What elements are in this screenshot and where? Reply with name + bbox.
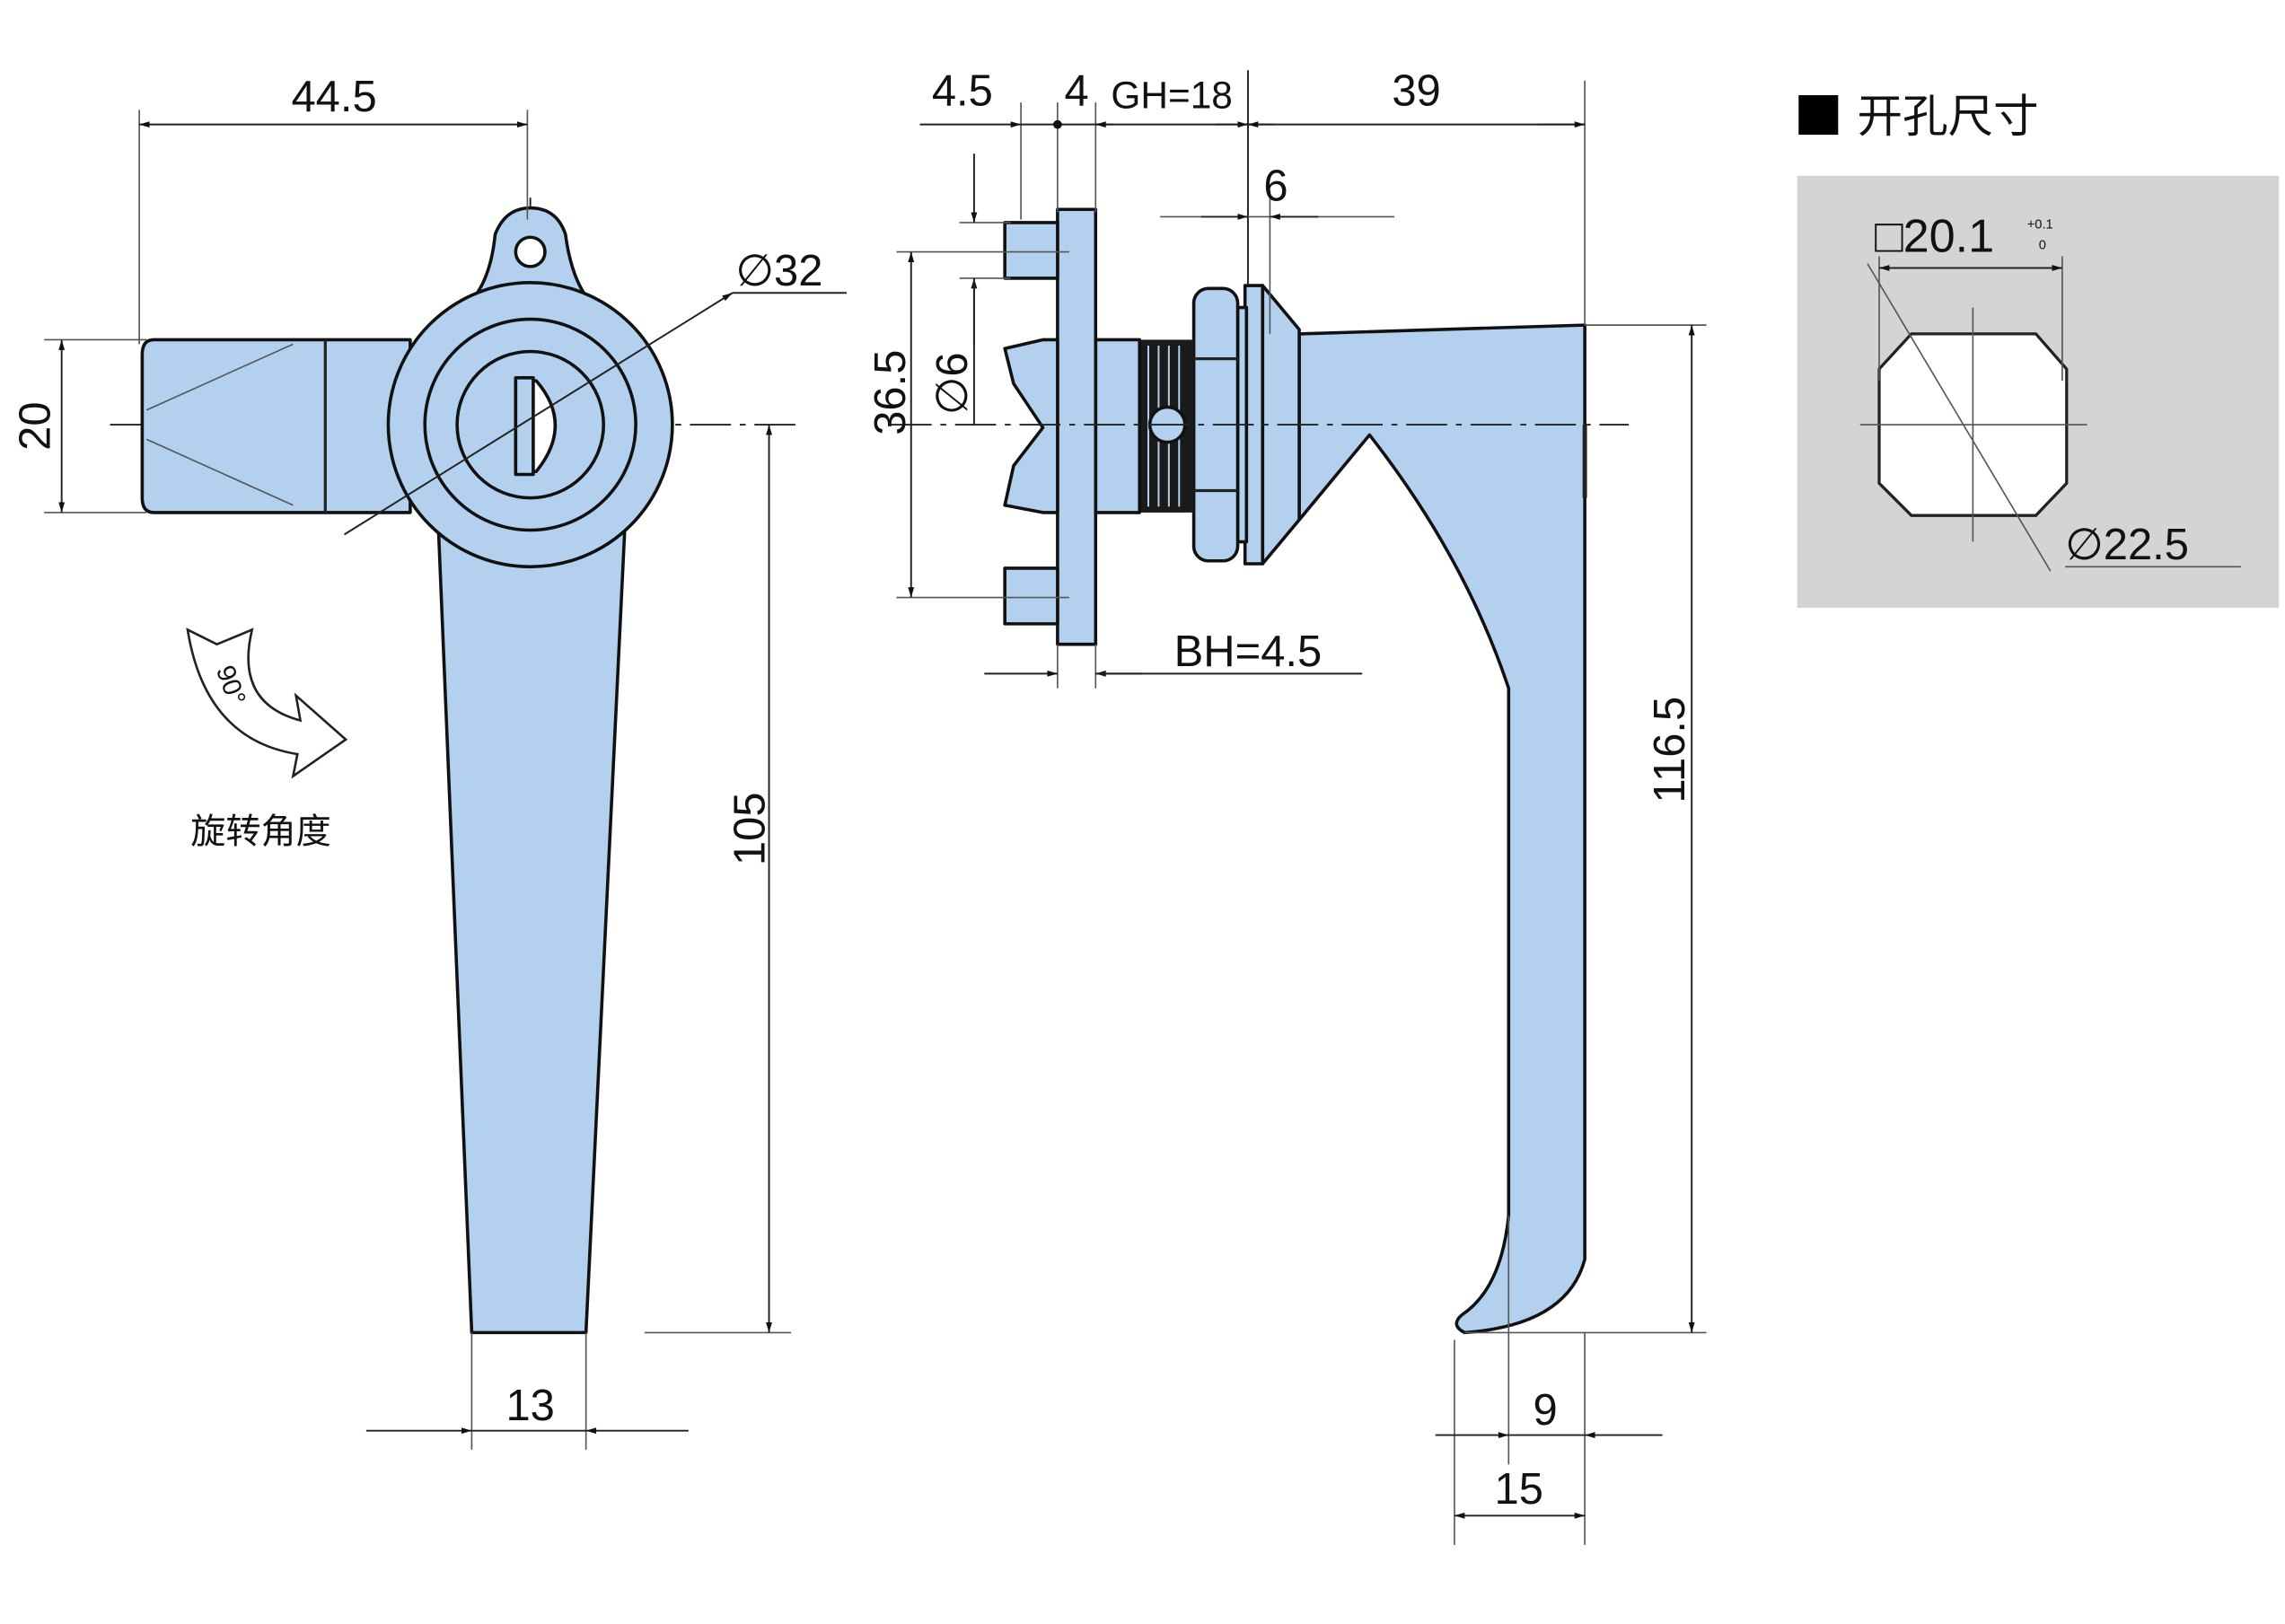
dim-4: 4 (1064, 66, 1088, 115)
dim-36-5: 36.5 (866, 350, 915, 435)
dim-gh: GH=18 (1111, 75, 1233, 117)
bolt-bottom (1003, 566, 1059, 626)
dim-dia-32: ∅32 (735, 247, 822, 295)
rotation-arrow-icon: 90° (186, 628, 348, 779)
dim-6: 6 (1263, 162, 1288, 210)
cam (1003, 338, 1059, 514)
cutout-tol-lower: 0 (2039, 238, 2046, 252)
dim-dia-6: ∅6 (928, 352, 977, 415)
dim-39: 39 (1392, 66, 1440, 115)
dim-9: 9 (1533, 1386, 1557, 1435)
dim-116-5: 116.5 (1646, 697, 1694, 803)
cutout-square-size: □20.1 (1875, 211, 1994, 263)
title-square-icon (1798, 95, 1839, 136)
cutout-tol-upper: +0.1 (2027, 217, 2053, 232)
dim-bh: BH=4.5 (1174, 628, 1323, 676)
flange-plate (1056, 207, 1098, 646)
dim-13: 13 (505, 1382, 554, 1430)
latch-bar (140, 338, 412, 514)
rotation-label: 旋转角度 (190, 812, 331, 853)
cutout-title: 开孔尺寸 (1858, 90, 2039, 143)
bolt-top (1003, 221, 1059, 280)
dim-15: 15 (1495, 1465, 1543, 1514)
handle-lever (435, 481, 629, 1335)
front-view: 44.5 20 ∅32 105 13 90° 旋转角度 (12, 73, 847, 1450)
dim-20: 20 (12, 401, 60, 450)
cutout-section: 开孔尺寸 □20.1 +0.1 0 ∅22.5 (1797, 90, 2280, 608)
dim-4-5: 4.5 (932, 66, 993, 115)
side-view: 4.5 4 GH=18 39 6 36.5 ∅6 BH=4.5 116.5 (866, 66, 1707, 1545)
dim-44-5: 44.5 (291, 73, 376, 121)
cutout-diameter: ∅22.5 (2065, 521, 2189, 569)
dim-105: 105 (726, 792, 775, 865)
handle-side (1297, 323, 1586, 1335)
